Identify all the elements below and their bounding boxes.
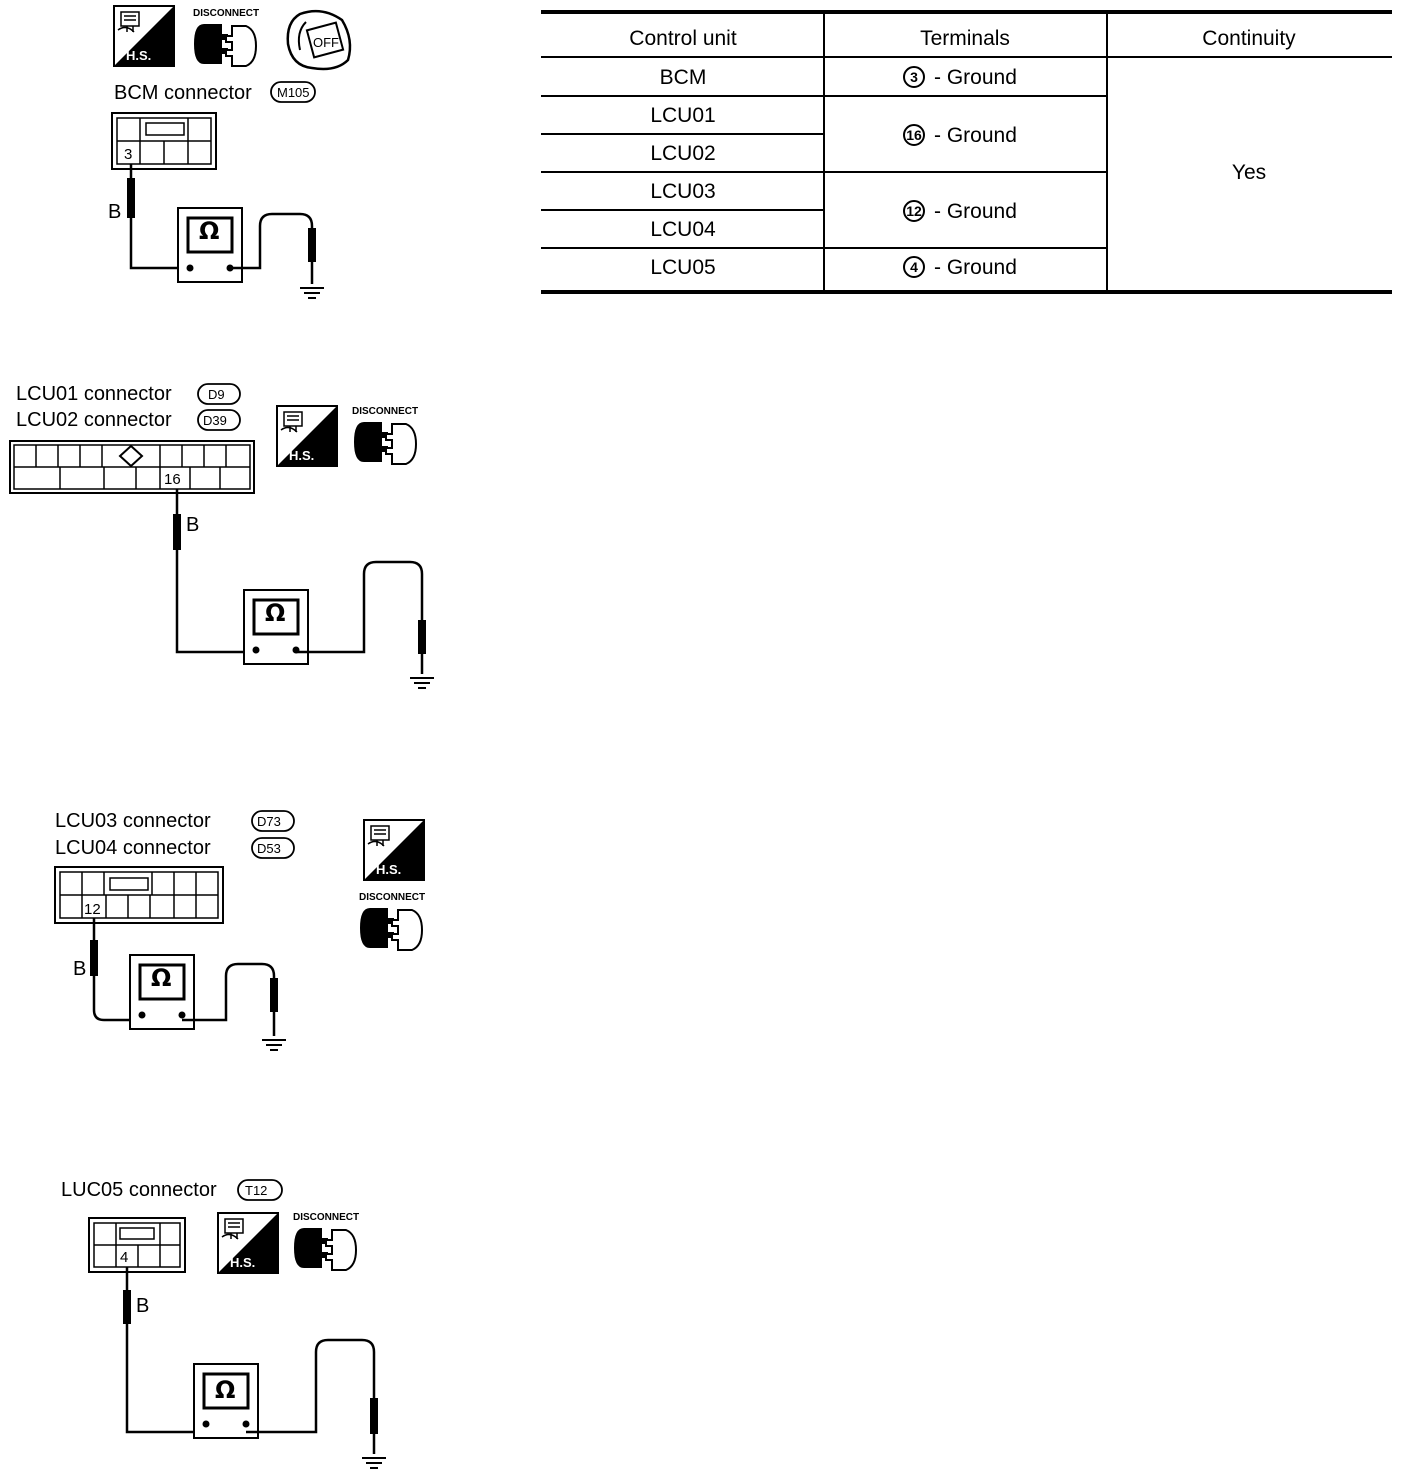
off-label: OFF	[313, 35, 339, 50]
luc05-connector-face	[88, 1217, 186, 1273]
terminal-num: 12	[906, 203, 922, 219]
ground-symbol	[409, 677, 435, 689]
luc05-connector-label: LUC05 connector	[61, 1179, 217, 1201]
panel-lcu01-lcu02: LCU01 connector D9 LCU02 connector D39 H…	[9, 383, 435, 689]
connector-code: T12	[245, 1183, 267, 1198]
disconnect-label: DISCONNECT	[352, 406, 418, 417]
disconnect-label: DISCONNECT	[293, 1212, 359, 1223]
ignition-off-icon: OFF	[286, 9, 352, 71]
unit-cell: LCU03	[650, 180, 715, 203]
terminal-num: 16	[906, 127, 922, 143]
terminal-cell: - Ground	[934, 200, 1017, 223]
disconnect-icon	[353, 421, 417, 465]
ohm-symbol: Ω	[199, 217, 219, 245]
terminal-cell: - Ground	[934, 66, 1017, 89]
connector-code-badge	[270, 81, 316, 103]
panel-luc05: LUC05 connector T12 H.S. DISCONNECT 4 B …	[61, 1179, 387, 1469]
continuity-table: Control unit Terminals Continuity BCM LC…	[541, 10, 1392, 294]
ohm-symbol: Ω	[265, 599, 285, 627]
hs-icon-label: H.S.	[289, 448, 314, 463]
panel-bcm: H.S. DISCONNECT OFF BCM connector M105 3…	[108, 5, 352, 299]
connector-code: D9	[208, 387, 225, 402]
disconnect-label: DISCONNECT	[193, 8, 259, 19]
terminal-number: 16	[164, 471, 181, 488]
lcu02-connector-label: LCU02 connector	[16, 409, 172, 431]
bcm-connector-label: BCM connector	[114, 82, 252, 104]
wire-color-label: B	[136, 1295, 149, 1317]
disconnect-label: DISCONNECT	[359, 892, 425, 903]
ground-symbol	[261, 1039, 287, 1051]
hs-icon-label: H.S.	[376, 862, 401, 877]
hs-icon-label: H.S.	[126, 48, 151, 63]
unit-cell: BCM	[660, 66, 707, 89]
terminal-number: 3	[124, 146, 132, 163]
lcu-connector-face	[54, 866, 224, 924]
ground-symbol	[299, 287, 325, 299]
hs-icon-label: H.S.	[230, 1255, 255, 1270]
terminal-cell: - Ground	[934, 124, 1017, 147]
unit-cell: LCU04	[650, 218, 716, 241]
connector-code: M105	[277, 85, 310, 100]
wire-color-label: B	[108, 201, 121, 223]
terminal-num: 3	[910, 69, 918, 85]
terminal-number: 4	[120, 1249, 128, 1266]
ground-symbol	[361, 1457, 387, 1469]
lcu03-connector-label: LCU03 connector	[55, 810, 211, 832]
wire-color-label: B	[73, 958, 86, 980]
unit-cell: LCU05	[650, 256, 715, 279]
terminal-num: 4	[910, 259, 918, 275]
continuity-cell: Yes	[1232, 161, 1266, 184]
disconnect-icon	[193, 23, 257, 67]
unit-cell: LCU02	[650, 142, 715, 165]
lcu01-connector-label: LCU01 connector	[16, 383, 172, 405]
ohm-symbol: Ω	[215, 1376, 235, 1404]
terminal-cell: - Ground	[934, 256, 1017, 279]
disconnect-icon	[293, 1227, 357, 1271]
header-terminals: Terminals	[920, 27, 1010, 50]
header-continuity: Continuity	[1202, 27, 1296, 50]
header-control-unit: Control unit	[629, 27, 737, 50]
disconnect-icon	[359, 907, 423, 951]
lcu-connector-face	[9, 440, 255, 494]
ohm-symbol: Ω	[151, 964, 171, 992]
terminal-number: 12	[84, 901, 101, 918]
lcu04-connector-label: LCU04 connector	[55, 837, 211, 859]
unit-cell: LCU01	[650, 104, 715, 127]
connector-code: D39	[203, 413, 227, 428]
connector-code: D73	[257, 814, 281, 829]
bcm-connector-face	[111, 112, 217, 170]
wire-color-label: B	[186, 514, 199, 536]
connector-code: D53	[257, 841, 281, 856]
panel-lcu03-lcu04: LCU03 connector D73 LCU04 connector D53 …	[54, 810, 425, 1051]
